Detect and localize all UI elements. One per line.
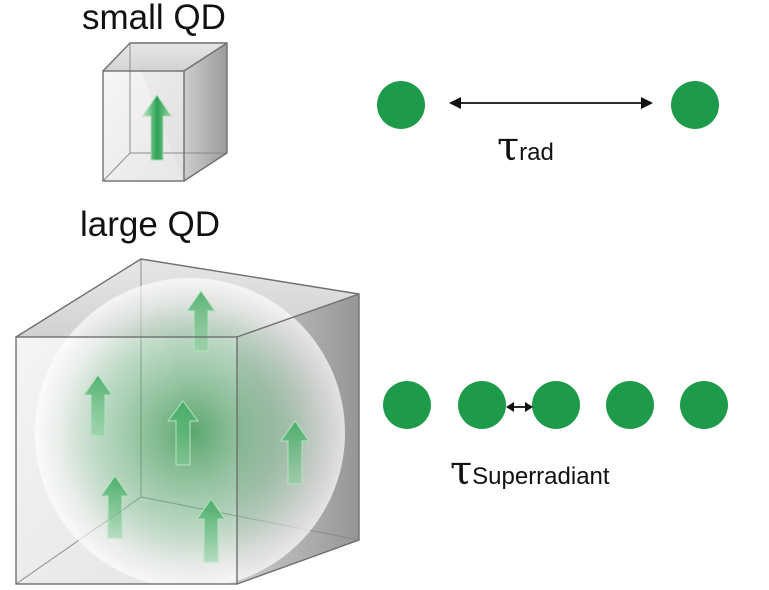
superradiant-subscript: Superradiant <box>472 463 610 490</box>
large-qd-spin-arrows <box>83 290 310 563</box>
small-qd-cube <box>102 42 228 182</box>
large-qd-label: large QD <box>80 205 221 244</box>
large-qd-cube-edges <box>15 258 360 585</box>
photon-dot <box>606 381 654 429</box>
photon-dot <box>383 381 431 429</box>
rad-subscript: rad <box>519 139 554 166</box>
tau-symbol: τ <box>497 124 520 170</box>
single-emitter-row <box>377 81 719 129</box>
tau-symbol: τ <box>450 448 473 494</box>
superradiant-emitter-row <box>383 381 728 429</box>
small-qd-spin-arrow <box>142 94 172 161</box>
photon-dot <box>532 381 580 429</box>
photon-dot <box>377 81 425 129</box>
small-qd-label: small QD <box>82 0 226 37</box>
photon-dot <box>680 381 728 429</box>
photon-dot <box>458 381 506 429</box>
photon-dot <box>671 81 719 129</box>
tau-superradiant-label: τSuperradiant <box>450 448 610 494</box>
tau-rad-label: τrad <box>497 124 554 170</box>
